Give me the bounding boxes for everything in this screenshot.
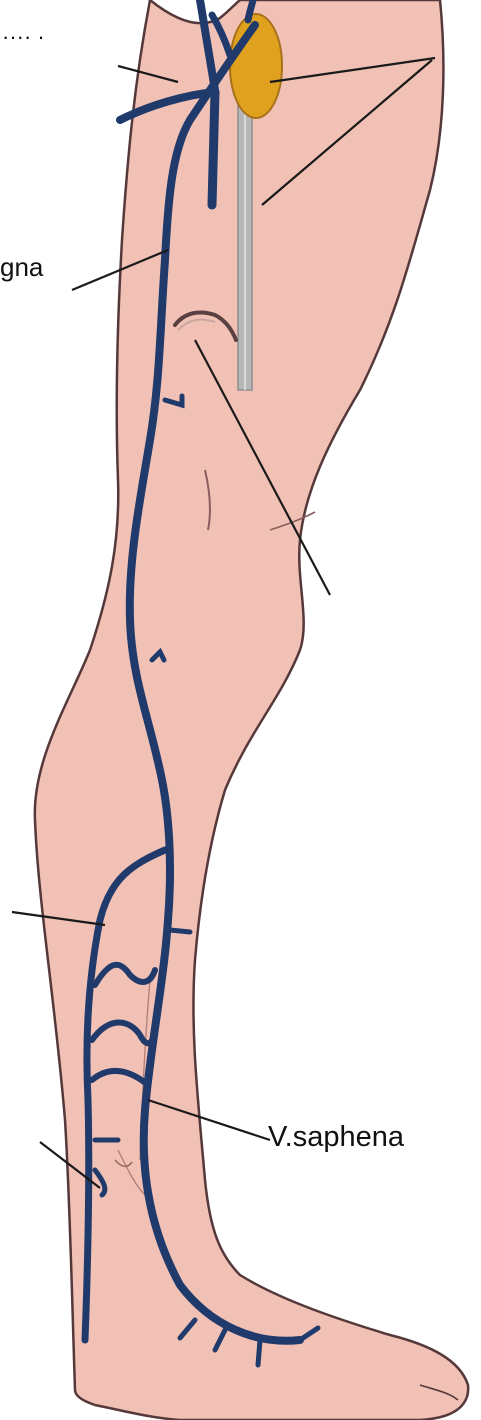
top-cut-label: ···· · [2, 24, 45, 50]
perforator-3 [170, 930, 190, 932]
foot-vein-stub-3 [258, 1340, 260, 1365]
gna-label: gna [0, 252, 43, 283]
v-saphena-label: V.saphena [268, 1121, 404, 1154]
groin-tributary-3 [212, 92, 215, 205]
